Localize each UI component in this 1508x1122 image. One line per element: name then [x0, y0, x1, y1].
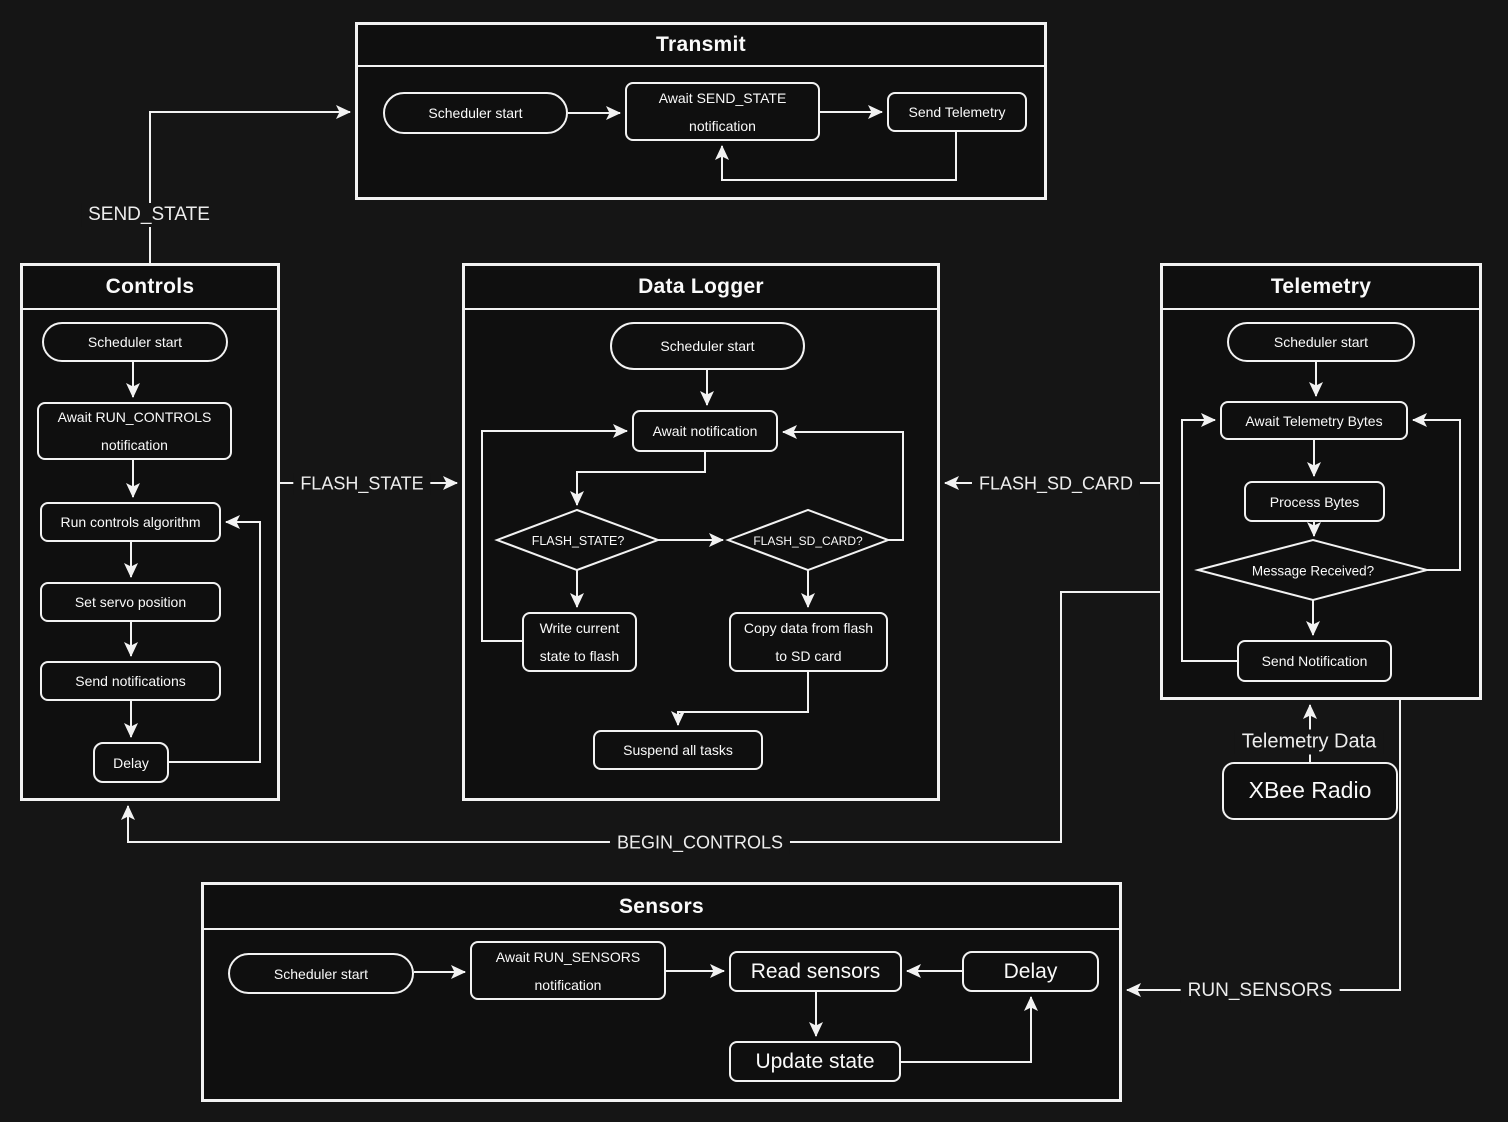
node-controls-delay: Delay	[93, 742, 169, 783]
label-flash-sd-card-question: FLASH_SD_CARD?	[753, 534, 863, 548]
node-controls-set-servo: Set servo position	[40, 582, 221, 622]
edge-dl-write-await-loop	[481, 424, 628, 642]
node-controls-send-notifications: Send notifications	[40, 661, 221, 701]
edge-send-state	[149, 105, 351, 263]
node-tel-await-telemetry-bytes: Await Telemetry Bytes	[1220, 401, 1408, 440]
edge-sen-update-delay	[901, 996, 1038, 1063]
node-transmit-await-send-state: Await SEND_STATE notification	[625, 82, 820, 141]
edge-label-telemetry-data: Telemetry Data	[1234, 729, 1384, 755]
label-message-received-question: Message Received?	[1251, 563, 1375, 579]
node-tel-scheduler-start: Scheduler start	[1227, 322, 1415, 362]
edge-label-flash-state: FLASH_STATE	[293, 472, 431, 496]
edge-label-begin-controls: BEGIN_CONTROLS	[609, 831, 791, 855]
edge-tel-received-await-loop	[1412, 413, 1461, 571]
node-sen-delay: Delay	[962, 951, 1099, 992]
panel-transmit-title: Transmit	[358, 25, 1044, 67]
node-dl-write-state-flash: Write current state to flash	[522, 612, 637, 672]
edge-begin-controls	[121, 591, 1160, 843]
diamond-flash-sd-card	[725, 508, 891, 572]
node-controls-await-run-controls: Await RUN_CONTROLS notification	[37, 402, 232, 460]
panel-data-logger-title: Data Logger	[465, 266, 937, 310]
node-sen-await-run-sensors: Await RUN_SENSORS notification	[470, 941, 666, 1000]
panel-telemetry-title: Telemetry	[1163, 266, 1479, 310]
node-sen-read-sensors: Read sensors	[729, 951, 902, 992]
node-xbee-radio: XBee Radio	[1222, 762, 1398, 820]
edge-label-flash-sd-card: FLASH_SD_CARD	[971, 472, 1141, 496]
node-tel-process-bytes: Process Bytes	[1244, 481, 1385, 522]
node-dl-scheduler-start: Scheduler start	[610, 322, 805, 370]
node-sen-scheduler-start: Scheduler start	[228, 953, 414, 994]
edge-label-send-state: SEND_STATE	[81, 203, 217, 227]
node-tel-send-notification: Send Notification	[1237, 640, 1392, 682]
edge-controls-delay-loop	[169, 515, 261, 763]
edge-tel-notify-await-loop	[1181, 413, 1237, 662]
node-sen-update-state: Update state	[729, 1041, 901, 1082]
edge-dl-copy-suspend	[671, 672, 809, 726]
node-transmit-send-telemetry: Send Telemetry	[887, 92, 1027, 132]
node-dl-suspend-tasks: Suspend all tasks	[593, 730, 763, 770]
node-dl-await-notification: Await notification	[632, 410, 778, 452]
node-dl-copy-flash-sd: Copy data from flash to SD card	[729, 612, 888, 672]
node-controls-run-algorithm: Run controls algorithm	[40, 502, 221, 542]
panel-controls-title: Controls	[23, 266, 277, 310]
label-flash-state-question: FLASH_STATE?	[531, 534, 625, 548]
node-controls-scheduler-start: Scheduler start	[42, 322, 228, 362]
panel-sensors-title: Sensors	[204, 885, 1119, 930]
edge-label-run-sensors: RUN_SENSORS	[1180, 979, 1340, 1003]
edge-dl-await-flashstate	[570, 452, 706, 506]
node-transmit-scheduler-start: Scheduler start	[383, 92, 568, 134]
edge-transmit-send-loop	[715, 132, 957, 181]
diamond-flash-state	[494, 508, 661, 572]
diamond-message-received	[1194, 538, 1431, 602]
edge-dl-flashsd-await-loop	[782, 425, 904, 541]
